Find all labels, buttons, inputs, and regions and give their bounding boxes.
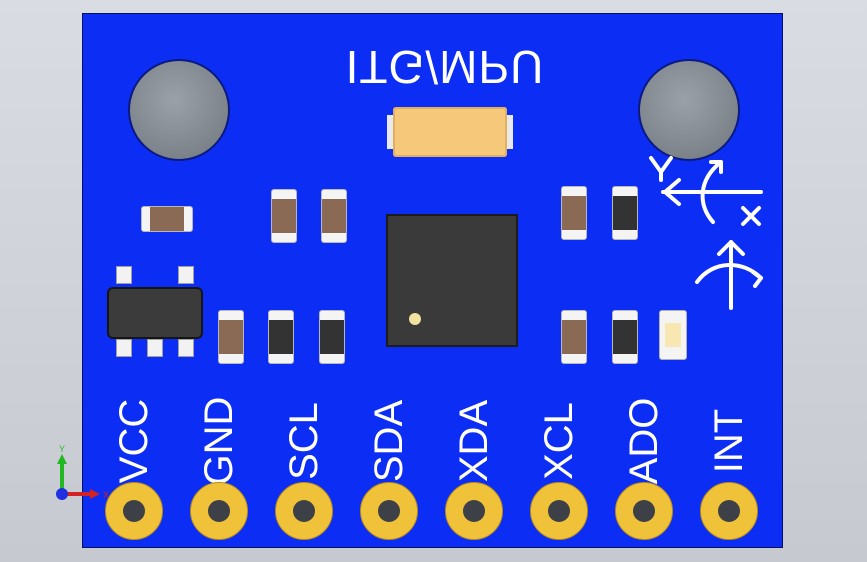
voltage-regulator (107, 287, 203, 339)
pin-label-xcl: XCL (537, 402, 581, 480)
capacitor-c3 (612, 186, 638, 240)
triad-y-label: Y (59, 444, 65, 454)
led-indicator (659, 310, 687, 360)
view-triad-icon[interactable]: Y X (48, 440, 114, 506)
triad-x-label: X (103, 490, 109, 500)
pin-label-xda: XDA (452, 399, 496, 483)
resistor-r2 (271, 189, 297, 243)
pin-pad-scl[interactable] (275, 482, 333, 540)
resistor-r5 (561, 186, 587, 240)
resistor-r3 (321, 189, 347, 243)
pin-pad-xcl[interactable] (530, 482, 588, 540)
resistor-r6 (561, 310, 587, 364)
capacitor-c1 (268, 310, 294, 364)
pin-label-scl: SCL (282, 402, 326, 480)
mpu-chip (386, 214, 518, 347)
pin-pad-int[interactable] (700, 482, 758, 540)
regulator-lead (116, 266, 132, 284)
capacitor-c2 (319, 310, 345, 364)
pcb-board: ITG/MPU (82, 13, 783, 548)
silkscreen-title: ITG/MPU (345, 41, 545, 93)
pin-label-int: INT (707, 408, 751, 474)
pin-pad-vcc[interactable] (105, 482, 163, 540)
resistor-r4 (218, 310, 244, 364)
regulator-lead (178, 266, 194, 284)
pin-label-ado: ADO (622, 397, 666, 485)
mounting-hole-left (128, 59, 230, 161)
mounting-hole-right (638, 59, 740, 161)
pin-pad-ado[interactable] (615, 482, 673, 540)
resistor-r1 (141, 206, 193, 232)
pin-label-vcc: VCC (112, 398, 156, 484)
regulator-lead (178, 339, 194, 357)
pin-pad-sda[interactable] (360, 482, 418, 540)
crystal-component (387, 107, 513, 157)
pin1-dot (409, 313, 421, 325)
regulator-lead (116, 339, 132, 357)
pin-label-gnd: GND (197, 396, 241, 486)
pin-pad-xda[interactable] (445, 482, 503, 540)
regulator-lead (147, 339, 163, 357)
capacitor-c4 (612, 310, 638, 364)
axis-orientation-icon (649, 156, 763, 310)
pin-label-sda: SDA (367, 399, 411, 483)
pin-pad-gnd[interactable] (190, 482, 248, 540)
